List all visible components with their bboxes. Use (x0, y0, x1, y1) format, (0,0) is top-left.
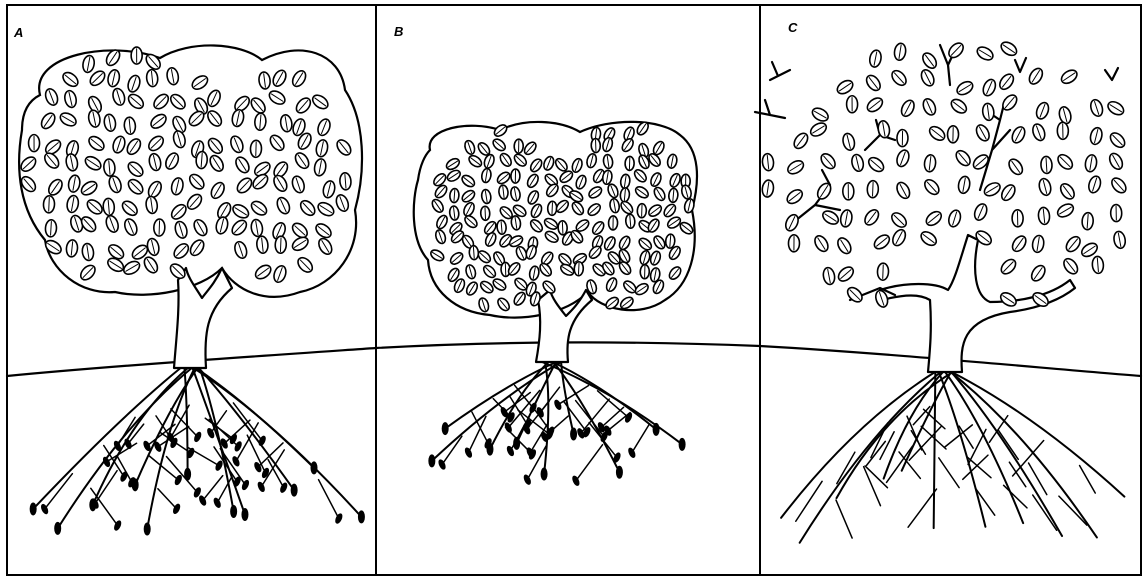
rootlet (319, 480, 339, 519)
panel-label-c: C (788, 20, 798, 35)
leaf-vein (552, 203, 553, 214)
panel-b (414, 120, 697, 486)
leaf-vein (578, 263, 579, 274)
root-tip (143, 440, 152, 451)
rootlet (939, 458, 959, 488)
bare-twig (770, 62, 790, 80)
root-tip (624, 412, 633, 423)
root-tip (442, 423, 448, 435)
rootlet (576, 445, 603, 481)
leaf-vein (873, 182, 874, 196)
root-tip (215, 460, 224, 471)
rootlet (908, 489, 936, 527)
root-tip (55, 522, 61, 534)
root-branch (781, 372, 935, 518)
roots-a (30, 368, 364, 535)
rootlet (158, 489, 177, 509)
leaf-vein (280, 238, 281, 252)
rootlet (1059, 496, 1087, 525)
root-tip (334, 513, 343, 524)
root-tip (213, 497, 222, 508)
rootlet (442, 436, 462, 464)
root-tip (487, 443, 493, 455)
root-branch (951, 372, 1062, 536)
root-branch (544, 362, 548, 474)
root-tip (553, 399, 562, 410)
leaves-c (761, 39, 1128, 309)
root-tip (679, 438, 685, 450)
panel-a (18, 45, 364, 535)
rootlet (899, 452, 920, 479)
root-tip (30, 503, 36, 515)
panel-c (755, 39, 1129, 542)
rootlet (1029, 463, 1047, 495)
root-branch (800, 372, 941, 543)
root-tip (231, 505, 237, 517)
rootlet (998, 430, 1018, 459)
root-tip (234, 441, 243, 452)
bare-twig (1015, 58, 1026, 72)
root-tip (500, 407, 509, 418)
rootlet (149, 456, 178, 480)
rootlet (1033, 495, 1057, 530)
root-tip (279, 482, 288, 493)
leaf-vein (485, 208, 486, 219)
leaf-vein (562, 222, 563, 233)
tree-trunk-a (174, 268, 232, 368)
root-tip (358, 511, 364, 523)
root-tip (185, 468, 191, 480)
root-tip (523, 474, 532, 485)
root-tip (174, 474, 183, 485)
root-tip (571, 428, 577, 440)
panel-label-b: B (394, 24, 403, 39)
root-branch (553, 362, 656, 429)
rootlet (224, 420, 250, 443)
roots-b (429, 362, 685, 486)
rootlet (1009, 462, 1025, 486)
root-tip (291, 484, 297, 496)
root-tip (261, 467, 270, 478)
rootlet (188, 448, 219, 466)
panel-label-a: A (13, 25, 23, 40)
rootlet (989, 416, 1007, 443)
root-tip (144, 523, 150, 535)
root-branch (934, 372, 936, 528)
leaf-vein (49, 198, 50, 212)
root-branch (33, 368, 180, 509)
root-tip (506, 445, 515, 456)
rootlet (601, 407, 623, 427)
leaf-vein (883, 265, 884, 279)
rootlet (632, 424, 650, 453)
bare-twig (1105, 68, 1118, 80)
root-tip (541, 468, 547, 480)
root-tip (242, 509, 248, 521)
root-tip (153, 441, 162, 452)
rootlet (836, 500, 852, 538)
root-tip (90, 499, 96, 511)
root-tip (464, 447, 473, 458)
root-tip (616, 466, 622, 478)
root-tip (514, 437, 520, 449)
root-tip (102, 456, 111, 467)
root-tip (132, 479, 138, 491)
roots-c (781, 372, 1124, 543)
root-tip (429, 455, 435, 467)
